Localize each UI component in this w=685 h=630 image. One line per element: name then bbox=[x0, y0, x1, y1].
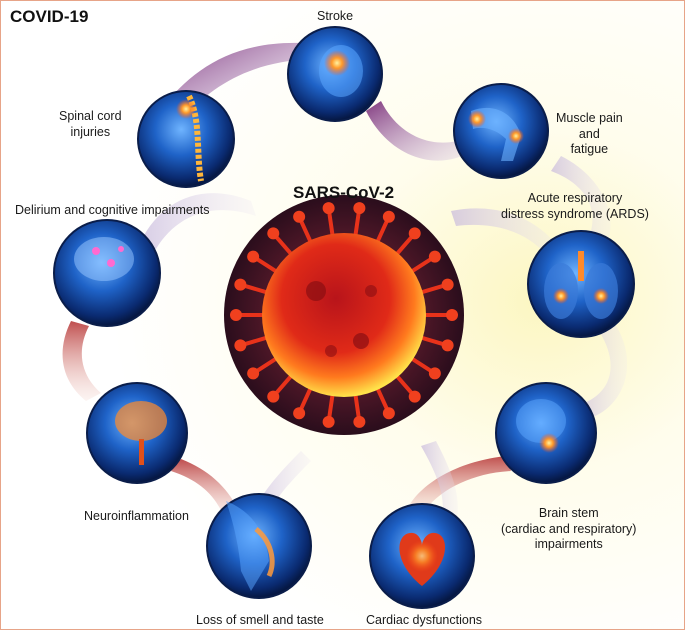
label-spinal: Spinal cord injuries bbox=[59, 109, 122, 140]
page-title: COVID-19 bbox=[10, 7, 89, 26]
virus-spike-head bbox=[353, 202, 366, 215]
label-smell: Loss of smell and taste bbox=[196, 613, 324, 629]
virus-spike-head bbox=[322, 202, 335, 215]
virus-spike-head bbox=[247, 367, 260, 380]
label-stroke-text: Stroke bbox=[317, 9, 354, 23]
virus-spike-head bbox=[267, 390, 280, 403]
sars-cov-2-virus-icon bbox=[224, 195, 464, 435]
ribbon-ards-to-brainstem bbox=[576, 321, 628, 421]
node-smell bbox=[206, 493, 312, 599]
virus-spike-head bbox=[247, 250, 260, 263]
ribbon-neuro-to-smell bbox=[171, 459, 241, 521]
node-neuro bbox=[86, 382, 188, 484]
ribbon-delirium-to-neuro bbox=[62, 321, 101, 401]
virus-spike-head bbox=[382, 407, 395, 420]
label-ards-text: Acute respiratory distress syndrome (ARD… bbox=[501, 191, 649, 221]
node-brainstem bbox=[495, 382, 597, 484]
nasal-cavity-icon bbox=[226, 501, 269, 591]
virus-spike-head bbox=[230, 309, 242, 321]
label-cardiac-text: Cardiac dysfunctions bbox=[366, 613, 483, 627]
virus-spike-head bbox=[293, 210, 306, 223]
label-neuro-text: Neuroinflammation bbox=[84, 509, 189, 523]
node-ards bbox=[527, 230, 635, 338]
virus-spike-head bbox=[408, 390, 421, 403]
node-stroke bbox=[287, 26, 383, 122]
label-delirium-text: Delirium and cognitive impairments bbox=[15, 203, 210, 217]
virus-spike-head bbox=[234, 278, 247, 291]
ribbon-stroke-to-muscle bbox=[366, 101, 471, 161]
label-delirium: Delirium and cognitive impairments bbox=[15, 203, 210, 219]
virus-spike-head bbox=[353, 415, 366, 428]
label-cardiac: Cardiac dysfunctions bbox=[366, 613, 482, 629]
label-muscle-text: Muscle pain and fatigue bbox=[556, 111, 623, 157]
label-neuro: Neuroinflammation bbox=[84, 509, 189, 525]
virus-spike-head bbox=[234, 339, 247, 352]
center-label: SARS-CoV-2 bbox=[293, 183, 395, 202]
node-cardiac bbox=[369, 503, 475, 609]
ribbon-virus-swirl-4 bbox=[421, 441, 458, 523]
virus-spike-head bbox=[322, 415, 335, 428]
label-brainstem-text: Brain stem (cardiac and respiratory) imp… bbox=[501, 506, 637, 552]
ribbon-virus-swirl-1 bbox=[141, 193, 256, 249]
ribbon-virus-swirl-2 bbox=[451, 208, 561, 259]
label-muscle: Muscle pain and fatigue bbox=[556, 111, 623, 158]
brain-inflammation-icon bbox=[115, 401, 167, 441]
node-spinal bbox=[137, 90, 235, 188]
virus-spike-head bbox=[293, 407, 306, 420]
ribbon-muscle-to-ards bbox=[551, 156, 611, 251]
virus-spike-head bbox=[441, 339, 454, 352]
label-smell-text: Loss of smell and taste bbox=[196, 613, 324, 627]
head-brain-network-icon bbox=[74, 237, 134, 281]
virus-spike-head bbox=[441, 278, 454, 291]
label-ards: Acute respiratory distress syndrome (ARD… bbox=[501, 191, 649, 222]
virus-spike-head bbox=[446, 309, 458, 321]
label-brainstem: Brain stem (cardiac and respiratory) imp… bbox=[501, 506, 636, 553]
virus-spike-head bbox=[428, 250, 441, 263]
virus-spike-head bbox=[408, 227, 421, 240]
label-stroke: Stroke bbox=[317, 9, 353, 25]
virus-spike-head bbox=[267, 227, 280, 240]
node-delirium bbox=[53, 219, 161, 327]
label-spinal-text: Spinal cord injuries bbox=[59, 109, 122, 139]
virus-spike-head bbox=[428, 367, 441, 380]
brain-stem-icon bbox=[516, 399, 566, 443]
virus-spikes bbox=[230, 202, 458, 428]
ribbon-brainstem-to-cardiac bbox=[406, 456, 511, 516]
node-muscle bbox=[453, 83, 549, 179]
virus-spike-head bbox=[382, 210, 395, 223]
